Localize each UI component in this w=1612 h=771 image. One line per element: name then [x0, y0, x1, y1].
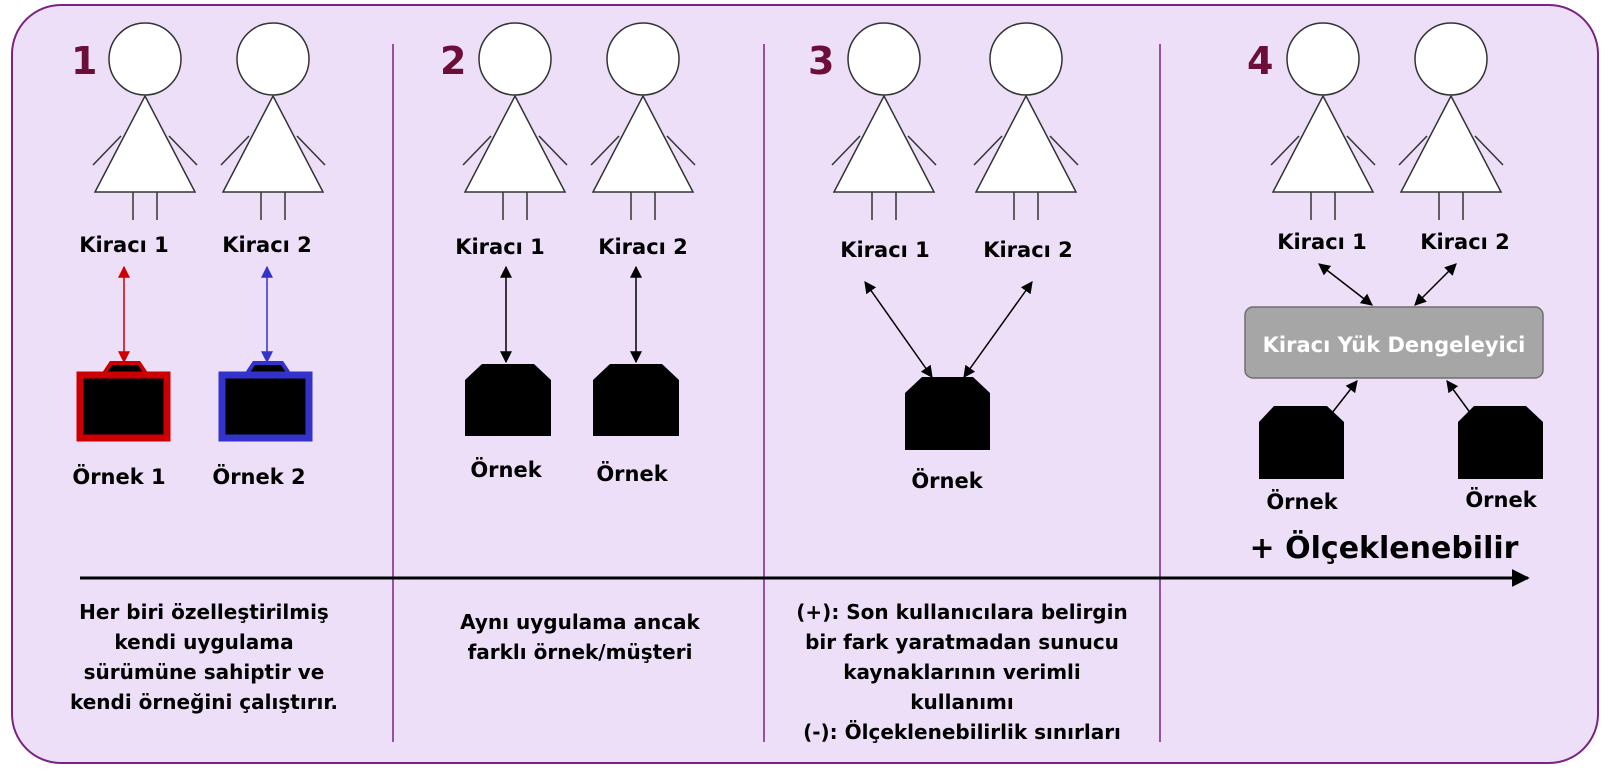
- tenant-label: Kiracı 2: [222, 233, 312, 257]
- instance-icon: [1458, 406, 1543, 479]
- instance-icon: [465, 364, 551, 436]
- load-balancer-label: Kiracı Yük Dengeleyici: [1263, 333, 1526, 357]
- tenant-instance-arrow: [963, 281, 1033, 378]
- instance-icon-blue: [218, 361, 313, 442]
- instance-label: Örnek 1: [72, 464, 165, 489]
- person-icon: [92, 22, 198, 220]
- tenant-balancer-arrow: [1318, 263, 1373, 306]
- description-line: kaynaklarının verimli: [843, 660, 1081, 684]
- description-line: (+): Son kullanıcılara belirgin: [796, 600, 1128, 624]
- section-number-1: 1: [71, 39, 97, 83]
- description-line: (-): Ölçeklenebilirlik sınırları: [803, 720, 1121, 744]
- tenant-balancer-arrow: [1414, 263, 1457, 306]
- section-1-description: Her biri özelleştirilmiş kendi uygulama …: [48, 597, 360, 717]
- tenant-label: Kiracı 1: [1277, 230, 1367, 254]
- section-2-description: Aynı uygulama ancak farklı örnek/müşteri: [410, 607, 750, 667]
- description-line: kendi uygulama: [114, 630, 294, 654]
- description-line: farklı örnek/müşteri: [467, 640, 693, 664]
- instance-label: Örnek: [470, 457, 542, 482]
- tenant-label: Kiracı 2: [598, 235, 688, 259]
- instance-icon-red: [76, 361, 171, 442]
- instance-label: Örnek: [1465, 487, 1537, 512]
- tenant-instance-arrow: [864, 281, 933, 378]
- instance-icon: [905, 377, 990, 450]
- description-line: bir fark yaratmadan sunucu: [805, 630, 1119, 654]
- person-icon: [1398, 22, 1504, 220]
- section-number-2: 2: [440, 39, 466, 83]
- instance-icon: [1259, 406, 1344, 479]
- person-icon: [220, 22, 326, 220]
- tenant-label: Kiracı 1: [840, 238, 930, 262]
- instance-label: Örnek 2: [212, 464, 305, 489]
- description-line: kendi örneğini çalıştırır.: [69, 690, 339, 714]
- tenant-label: Kiracı 2: [1420, 230, 1510, 254]
- person-icon: [1270, 22, 1376, 220]
- person-icon: [831, 22, 937, 220]
- tenant-label: Kiracı 1: [79, 233, 169, 257]
- instance-label: Örnek: [1266, 489, 1338, 514]
- description-line: sürümüne sahiptir ve: [83, 660, 325, 684]
- tenant-label: Kiracı 2: [983, 238, 1073, 262]
- person-icon: [590, 22, 696, 220]
- instance-label: Örnek: [596, 461, 668, 486]
- section-number-3: 3: [808, 39, 834, 83]
- instance-icon: [593, 364, 679, 436]
- description-line: Her biri özelleştirilmiş: [79, 600, 329, 624]
- person-icon: [973, 22, 1079, 220]
- instance-label: Örnek: [911, 468, 983, 493]
- load-balancer-box: Kiracı Yük Dengeleyici: [1244, 306, 1544, 379]
- person-icon: [462, 22, 568, 220]
- tenant-label: Kiracı 1: [455, 235, 545, 259]
- section-3-description: (+): Son kullanıcılara belirgin bir fark…: [764, 597, 1160, 747]
- section-number-4: 4: [1247, 39, 1273, 83]
- description-line: Aynı uygulama ancak: [460, 610, 700, 634]
- description-line: kullanımı: [910, 690, 1014, 714]
- scalable-label: + Ölçeklenebilir: [1250, 529, 1519, 566]
